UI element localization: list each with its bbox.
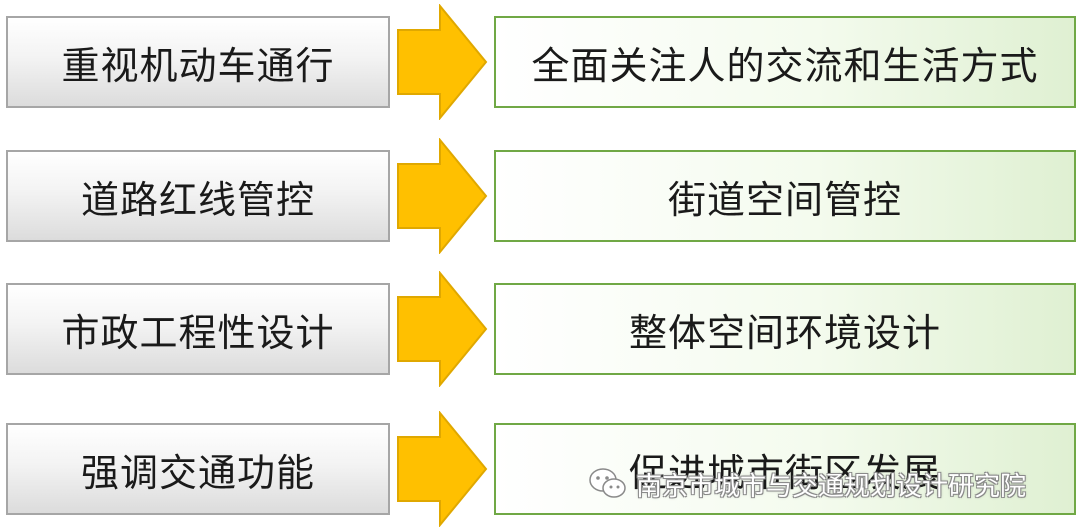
- old-approach-box: 强调交通功能: [6, 423, 390, 515]
- old-approach-box: 重视机动车通行: [6, 16, 390, 108]
- comparison-row-3: 市政工程性设计 整体空间环境设计: [0, 271, 1080, 387]
- comparison-row-2: 道路红线管控 街道空间管控: [0, 138, 1080, 254]
- new-approach-label: 街道空间管控: [667, 177, 902, 222]
- new-approach-label: 整体空间环境设计: [628, 310, 941, 355]
- new-approach-box: 促进城市街区发展: [494, 423, 1076, 515]
- new-approach-box: 街道空间管控: [494, 150, 1076, 242]
- watermark-text: 南京市城市与交通规划设计研究院: [636, 471, 1027, 502]
- comparison-row-1: 重视机动车通行 全面关注人的交流和生活方式: [0, 4, 1080, 120]
- old-approach-label: 重视机动车通行: [61, 43, 335, 88]
- old-approach-label: 市政工程性设计: [61, 310, 335, 355]
- new-approach-box: 整体空间环境设计: [494, 283, 1076, 375]
- right-arrow-icon: [397, 411, 488, 527]
- wechat-icon: [589, 468, 626, 498]
- new-approach-box: 全面关注人的交流和生活方式: [494, 16, 1076, 108]
- old-approach-box: 道路红线管控: [6, 150, 390, 242]
- right-arrow-icon: [397, 4, 488, 120]
- comparison-row-4: 强调交通功能 促进城市街区发展: [0, 411, 1080, 527]
- right-arrow-icon: [397, 138, 488, 254]
- new-approach-label: 全面关注人的交流和生活方式: [531, 43, 1039, 88]
- old-approach-label: 强调交通功能: [80, 450, 315, 495]
- watermark: 南京市城市与交通规划设计研究院: [588, 464, 1026, 504]
- old-approach-label: 道路红线管控: [80, 177, 315, 222]
- new-approach-label: 促进城市街区发展: [628, 450, 941, 495]
- right-arrow-icon: [397, 271, 488, 387]
- old-approach-box: 市政工程性设计: [6, 283, 390, 375]
